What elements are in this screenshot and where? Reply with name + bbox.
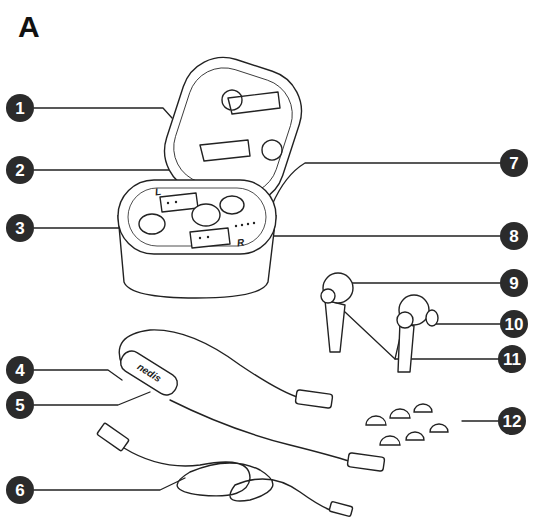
leader-line bbox=[432, 323, 500, 324]
usb-cord bbox=[124, 448, 330, 510]
charging-cable bbox=[117, 330, 385, 472]
earbud-tip bbox=[397, 312, 413, 328]
printed-mark: R bbox=[236, 238, 245, 249]
callout-number: 2 bbox=[6, 156, 34, 184]
usb-cable bbox=[97, 423, 353, 517]
cable-control-box bbox=[117, 347, 181, 399]
earbud-pocket bbox=[192, 204, 220, 226]
callout-number: 4 bbox=[6, 356, 34, 384]
earbud-tip bbox=[321, 289, 335, 303]
printed-mark: L bbox=[154, 187, 161, 198]
usb-a-plug bbox=[97, 423, 130, 452]
leader-line bbox=[262, 235, 500, 236]
lid-recess bbox=[200, 140, 282, 161]
callout-number: 5 bbox=[6, 391, 34, 419]
callout-number: 11 bbox=[498, 345, 526, 373]
leader-line bbox=[34, 108, 172, 118]
case-top bbox=[118, 180, 276, 254]
leader-line bbox=[342, 283, 500, 290]
earbud-pocket bbox=[139, 214, 165, 234]
earbud-slot bbox=[190, 228, 230, 248]
ear-tip bbox=[406, 432, 424, 440]
ear-tips bbox=[366, 404, 448, 445]
ear-tip bbox=[390, 409, 410, 418]
magnetic-connector bbox=[347, 453, 385, 472]
earbuds bbox=[321, 273, 438, 372]
ear-tip bbox=[380, 436, 400, 445]
lid-recess bbox=[222, 90, 280, 114]
callout-number: 12 bbox=[498, 407, 526, 435]
earbud-pocket bbox=[220, 196, 244, 214]
earbud-stem bbox=[398, 322, 414, 372]
leader-line bbox=[272, 163, 500, 205]
callout-number: 8 bbox=[500, 222, 528, 250]
cable-wire bbox=[170, 400, 352, 462]
ear-tip bbox=[414, 404, 432, 412]
ear-tip bbox=[430, 424, 448, 432]
earbud-stem bbox=[325, 300, 345, 352]
leader-line bbox=[462, 420, 498, 421]
charging-case bbox=[118, 47, 312, 298]
callout-number: 1 bbox=[6, 94, 34, 122]
earbud-slot bbox=[160, 193, 198, 212]
figure-letter: A bbox=[18, 12, 40, 42]
callout-number: 3 bbox=[6, 214, 34, 242]
callout-number: 9 bbox=[500, 269, 528, 297]
ear-tip bbox=[366, 416, 386, 425]
micro-usb-plug bbox=[329, 501, 353, 516]
ear-tip-fitted bbox=[426, 310, 438, 326]
callout-number: 7 bbox=[500, 149, 528, 177]
leader-line bbox=[34, 478, 185, 490]
magnetic-connector bbox=[295, 390, 333, 409]
leader-line bbox=[34, 392, 150, 405]
callout-number: 10 bbox=[500, 310, 528, 338]
indicator-dots bbox=[167, 201, 255, 239]
callout-number: 6 bbox=[6, 476, 34, 504]
leader-line bbox=[34, 370, 122, 380]
